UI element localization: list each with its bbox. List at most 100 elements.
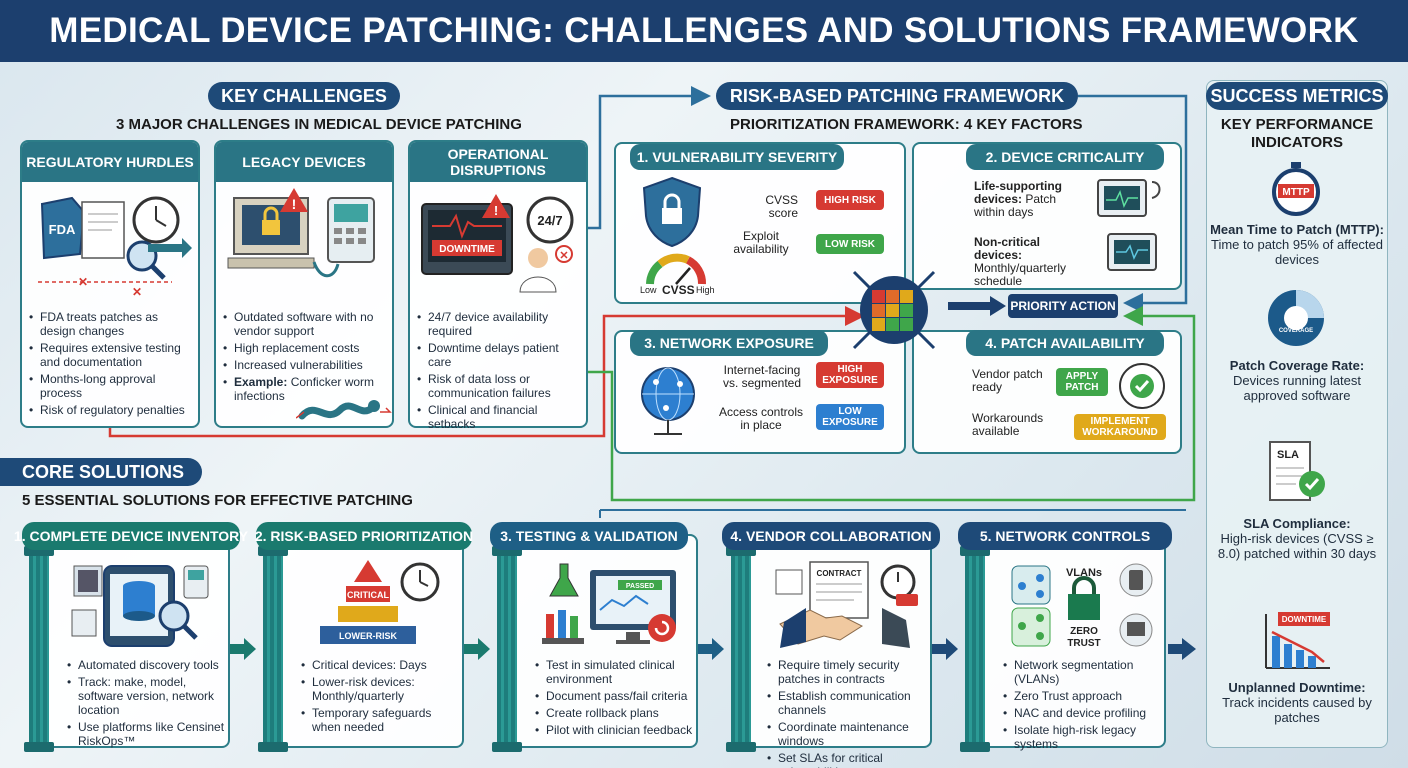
- pillar-decoration: [960, 546, 990, 752]
- example-text: Conficker worm infections: [234, 375, 375, 403]
- mttp-text: MTTP: [1282, 187, 1310, 198]
- lab-testing-icon: PASSED: [542, 563, 676, 644]
- metric-desc: Track incidents caused by patches: [1222, 695, 1372, 725]
- sla-document-icon: SLA: [1269, 441, 1325, 501]
- svg-text:!: !: [494, 203, 498, 218]
- solution-bullet: Require timely security patches in contr…: [766, 658, 930, 686]
- metric-name: Mean Time to Patch (MTTP):: [1210, 222, 1384, 237]
- challenge-title: OPERATIONAL DISRUPTIONS: [410, 142, 586, 182]
- challenge-bullet: Requires extensive testing and documenta…: [28, 341, 192, 369]
- solution-bullet: Test in simulated clinical environment: [534, 658, 694, 686]
- medical-monitor-icon: [1097, 179, 1161, 271]
- pyramid-bottom-text: LOWER-RISK: [339, 631, 397, 641]
- high-exposure-badge: HIGH EXPOSURE: [816, 362, 884, 388]
- factor-title: 3. NETWORK EXPOSURE: [630, 330, 828, 356]
- network-controls-icon: VLANs ZERO TRUST: [1011, 563, 1153, 649]
- low-exposure-badge: LOW EXPOSURE: [816, 404, 884, 430]
- arrow-right-icon: [1168, 638, 1196, 660]
- cvss-gauge-icon: [646, 253, 706, 285]
- stopwatch-icon: MTTP: [1272, 162, 1320, 216]
- legacy-computer-icon: !: [227, 188, 375, 278]
- solution-bullet: Lower-risk devices: Monthly/quarterly: [300, 675, 460, 703]
- challenge-bullet: Months-long approval process: [28, 372, 192, 400]
- worm-icon: [296, 400, 392, 420]
- page-title: MEDICAL DEVICE PATCHING: CHALLENGES AND …: [0, 0, 1408, 62]
- clock-247-text: 24/7: [537, 213, 562, 228]
- passed-text: PASSED: [626, 583, 654, 590]
- metrics-label: SUCCESS METRICS: [1206, 82, 1388, 110]
- solution-bullet: Establish communication channels: [766, 689, 930, 717]
- pillar-decoration: [726, 546, 756, 752]
- solution-bullet: Use platforms like Censinet RiskOps™: [66, 720, 228, 748]
- svg-text:ZERO: ZERO: [1070, 626, 1098, 637]
- pillar-decoration: [24, 546, 54, 752]
- challenge-bullet: Downtime delays patient care: [416, 341, 580, 369]
- svg-text:!: !: [292, 196, 297, 212]
- coverage-pie-icon: COVERAGE: [1268, 290, 1324, 346]
- key-challenges-label: KEY CHALLENGES: [208, 82, 400, 110]
- example-label: Example:: [234, 375, 288, 389]
- handshake-contract-icon: CONTRACT: [775, 561, 918, 648]
- factor-item-bold: Non-critical devices:: [974, 235, 1041, 262]
- solution-bullet: Track: make, model, software version, ne…: [66, 675, 228, 717]
- solution-bullet: Pilot with clinician feedback: [534, 723, 694, 737]
- factor-item: Non-critical devices: Monthly/quarterly …: [974, 236, 1090, 288]
- factor-item: Life-supporting devices: Patch within da…: [974, 180, 1086, 219]
- coverage-text: COVERAGE: [1279, 328, 1313, 334]
- gauge-low: Low: [640, 285, 657, 295]
- pyramid-top-text: CRITICAL: [347, 590, 389, 600]
- factor-item-bold: Life-supporting devices:: [974, 179, 1062, 206]
- challenge-bullet: Clinical and financial setbacks: [416, 403, 580, 431]
- core-solutions-label: CORE SOLUTIONS: [0, 458, 202, 486]
- inventory-database-icon: [71, 565, 209, 647]
- fda-document-icon: FDA ✕ ✕: [38, 196, 192, 299]
- solution-title: 4. VENDOR COLLABORATION: [722, 522, 940, 550]
- challenge-bullet: Risk of data loss or communication failu…: [416, 372, 580, 400]
- challenge-title: LEGACY DEVICES: [216, 142, 392, 182]
- core-solutions-subtitle: 5 ESSENTIAL SOLUTIONS FOR EFFECTIVE PATC…: [22, 492, 413, 509]
- challenge-example: Example: Conficker worm infections: [222, 375, 386, 403]
- metric-desc: High-risk devices (CVSS ≥ 8.0) patched w…: [1217, 531, 1377, 561]
- metric-mttp: Mean Time to Patch (MTTP):Time to patch …: [1210, 222, 1384, 267]
- factor-item: Vendor patch ready: [972, 367, 1043, 394]
- framework-subtitle: PRIORITIZATION FRAMEWORK: 4 KEY FACTORS: [730, 116, 1083, 133]
- downtime-monitor-icon: DOWNTIME ! 24/7 ✕: [421, 194, 574, 293]
- metric-downtime: Unplanned Downtime:Track incidents cause…: [1210, 680, 1384, 725]
- solution-bullet: Network segmentation (VLANs): [1002, 658, 1164, 686]
- apply-patch-badge: APPLY PATCH: [1056, 368, 1108, 396]
- arrow-right-icon: [464, 638, 490, 660]
- factor-item-text: Patch within days: [974, 192, 1057, 219]
- solution-title: 5. NETWORK CONTROLS: [958, 522, 1172, 550]
- downtime-chart-icon: DOWNTIME: [1265, 612, 1330, 669]
- solution-title: 1. COMPLETE DEVICE INVENTORY: [14, 522, 248, 550]
- challenge-bullet: Increased vulnerabilities: [222, 358, 386, 372]
- metric-desc: Devices running latest approved software: [1233, 373, 1361, 403]
- solution-bullet: Set SLAs for critical vulnerabilities: [766, 751, 930, 768]
- challenge-bullet: 24/7 device availability required: [416, 310, 580, 338]
- solution-bullet: Zero Trust approach: [1002, 689, 1164, 703]
- solution-bullet: Temporary safeguards when needed: [300, 706, 460, 734]
- metric-name: Unplanned Downtime:: [1228, 680, 1366, 695]
- challenge-title: REGULATORY HURDLES: [22, 142, 198, 182]
- factor-title: 4. PATCH AVAILABILITY: [966, 330, 1164, 356]
- priority-matrix-icon: [852, 270, 936, 350]
- solution-bullet: Automated discovery tools: [66, 658, 228, 672]
- implement-workaround-badge: IMPLEMENT WORKAROUND: [1074, 414, 1166, 440]
- risk-pyramid-icon: CRITICAL LOWER-RISK: [320, 560, 440, 644]
- pillar-decoration: [258, 546, 288, 752]
- metric-desc: Time to patch 95% of affected devices: [1211, 237, 1383, 267]
- challenge-bullet: High replacement costs: [222, 341, 386, 355]
- svg-text:✕: ✕: [559, 250, 568, 262]
- shield-lock-icon: [642, 176, 702, 248]
- downtime-metric-text: DOWNTIME: [1282, 615, 1327, 624]
- challenge-bullet: Risk of regulatory penalties: [28, 403, 192, 417]
- factor-item: Exploit availability: [733, 229, 789, 256]
- factor-item-text: Monthly/quarterly schedule: [974, 261, 1067, 288]
- gauge-high: High: [696, 285, 715, 295]
- svg-text:✕: ✕: [132, 285, 142, 299]
- vlan-text: VLANs: [1066, 567, 1102, 579]
- metric-name: Patch Coverage Rate:: [1229, 358, 1365, 373]
- solution-bullet: Document pass/fail criteria: [534, 689, 694, 703]
- downtime-text: DOWNTIME: [439, 244, 495, 255]
